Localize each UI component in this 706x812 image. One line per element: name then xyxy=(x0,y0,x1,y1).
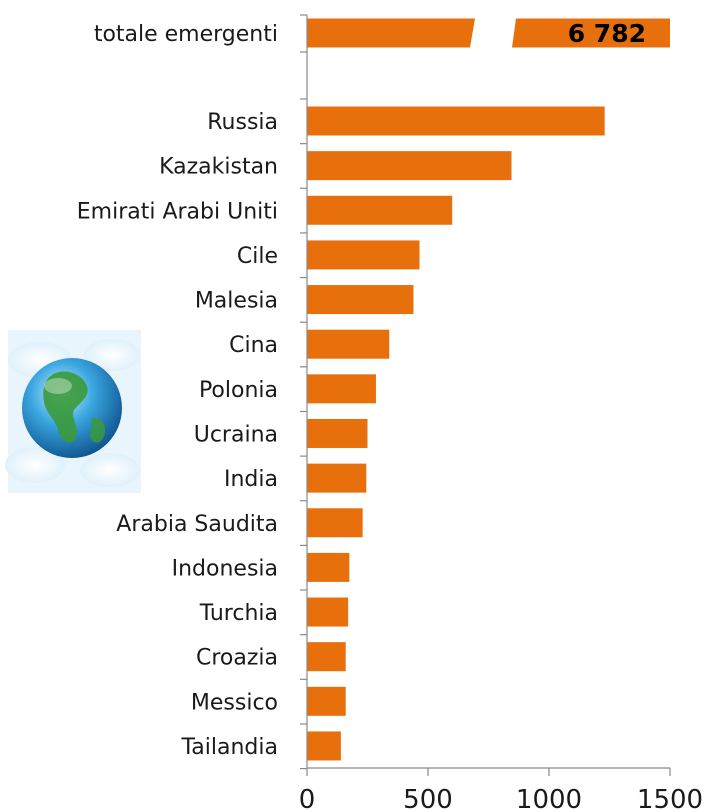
category-labels-group: totale emergentiRussiaKazakistanEmirati … xyxy=(77,22,278,760)
bar-malesia xyxy=(307,285,414,315)
bar-indonesia xyxy=(307,552,350,582)
x-tick-label-0: 0 xyxy=(299,785,316,812)
globe-icon xyxy=(5,330,141,493)
category-label-india: India xyxy=(224,467,278,492)
bar-segment-left xyxy=(307,18,475,48)
category-label-arabia-saudita: Arabia Saudita xyxy=(116,512,278,537)
category-label-malesia: Malesia xyxy=(195,289,278,314)
category-label-kazakistan: Kazakistan xyxy=(159,155,278,180)
category-label-messico: Messico xyxy=(191,690,278,715)
category-label-totale-emergenti: totale emergenti xyxy=(94,22,278,47)
bar-polonia xyxy=(307,374,376,404)
bar-russia xyxy=(307,106,605,136)
category-label-ucraina: Ucraina xyxy=(194,422,278,447)
bars-group: 6 782 xyxy=(307,18,670,761)
category-label-emirati-arabi-uniti: Emirati Arabi Uniti xyxy=(77,199,278,224)
category-label-cile: Cile xyxy=(237,244,278,269)
category-label-tailandia: Tailandia xyxy=(181,735,279,760)
category-label-croazia: Croazia xyxy=(196,646,278,671)
bar-segment-right xyxy=(512,18,670,48)
bar-emirati-arabi-uniti xyxy=(307,195,453,225)
category-label-cina: Cina xyxy=(229,333,278,358)
bar-arabia-saudita xyxy=(307,508,363,538)
bar-turchia xyxy=(307,597,349,627)
category-label-indonesia: Indonesia xyxy=(172,556,278,581)
category-label-turchia: Turchia xyxy=(199,601,278,626)
bar-tailandia xyxy=(307,731,341,761)
bar-kazakistan xyxy=(307,151,512,181)
bar-totale-emergenti xyxy=(307,18,670,48)
x-tick-label-1000: 1000 xyxy=(516,785,582,812)
data-label-totale-emergenti: 6 782 xyxy=(568,19,646,48)
bar-cina xyxy=(307,329,390,359)
bar-ucraina xyxy=(307,418,368,448)
x-tick-label-1500: 1500 xyxy=(637,785,703,812)
x-tick-label-500: 500 xyxy=(403,785,453,812)
bar-croazia xyxy=(307,642,346,672)
bar-india xyxy=(307,463,367,493)
category-label-russia: Russia xyxy=(207,110,278,135)
x-axis: 0 500 1000 1500 xyxy=(299,14,703,812)
bar-cile xyxy=(307,240,420,270)
category-label-polonia: Polonia xyxy=(199,378,278,403)
bar-messico xyxy=(307,686,346,716)
